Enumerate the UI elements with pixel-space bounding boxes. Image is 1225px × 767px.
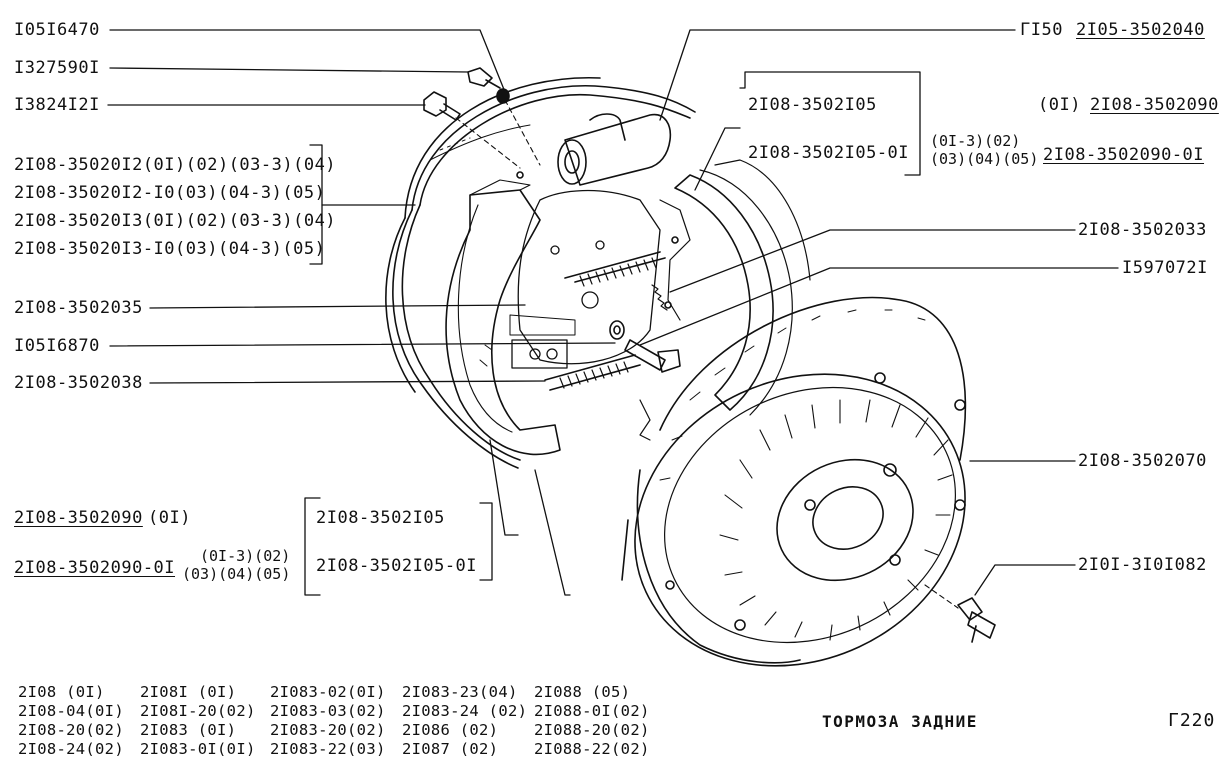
label-shield-b-mods-2: (03)(04)(05) <box>930 150 1039 168</box>
app-cell: 2I088-22(02) <box>534 740 650 758</box>
label-left-shield-a-suffix: (0I) <box>148 508 191 528</box>
drum-ribs <box>659 309 926 481</box>
label-drum: 2I08-3502070 <box>1078 451 1207 471</box>
app-cell: 2I08 (0I) <box>18 683 105 701</box>
label-spring-lower: 2I08-3502038 <box>14 373 143 393</box>
label-left-set-b: 2I08-3502I05-0I <box>316 556 478 576</box>
app-cell: 2I08-04(0I) <box>18 702 124 720</box>
app-cell: 2I088-20(02) <box>534 721 650 739</box>
label-shield-a-prefix: (0I) <box>1038 95 1081 115</box>
app-cell: 2I088 (05) <box>534 683 631 701</box>
wheel-cylinder <box>504 99 672 186</box>
app-cell: 2I08-24(02) <box>18 740 124 758</box>
label-left-set-a: 2I08-3502I05 <box>316 508 445 528</box>
app-cell: 2I083-24 (02) <box>402 702 528 720</box>
label-wheel-bolt: 2I0I-3I0I082 <box>1078 555 1207 575</box>
small-spring <box>651 284 668 311</box>
app-cell: 2I083-20(02) <box>270 721 386 739</box>
app-cell: 2I083-03(02) <box>270 702 386 720</box>
label-left-shield-b: 2I08-3502090-0I <box>14 558 176 578</box>
label-left-shield-a: 2I08-3502090 <box>14 508 143 528</box>
drum-fins <box>719 399 953 641</box>
upper-spring <box>564 251 666 287</box>
pin-part <box>467 67 501 89</box>
app-cell: 2I083-22(03) <box>270 740 386 758</box>
label-left-mods-1: (0I-3)(02) <box>200 547 291 565</box>
app-cell: 2I083-0I(0I) <box>140 740 256 758</box>
app-cell: 2I083-23(04) <box>402 683 518 701</box>
label-shoe-front-1: 2I08-35020I2(0I)(02)(03-3)(04) <box>14 155 337 175</box>
label-bolt-large: I597072I <box>1122 258 1208 278</box>
label-shoe-front-2: 2I08-35020I2-I0(03)(04-3)(05) <box>14 183 326 203</box>
backing-plate <box>385 76 696 469</box>
inner-plate <box>509 189 661 369</box>
label-shield-b-mods-1: (0I-3)(02) <box>930 132 1021 150</box>
label-shoe-front-3: 2I08-35020I3(0I)(02)(03-3)(04) <box>14 211 337 231</box>
page-number: Г220 <box>1168 710 1216 731</box>
lower-spring <box>544 354 641 391</box>
label-shoe-set-b: 2I08-3502I05-0I <box>748 143 910 163</box>
small-bolt <box>423 91 521 169</box>
label-shield-b: 2I08-3502090-0I <box>1043 145 1205 165</box>
app-cell: 2I08-20(02) <box>18 721 124 739</box>
label-shoe-set-a: 2I08-3502I05 <box>748 95 877 115</box>
app-cell: 2I086 (02) <box>402 721 499 739</box>
label-spring-hold: 2I08-3502035 <box>14 298 143 318</box>
adjust-bolt <box>609 320 681 373</box>
label-cylinder-prefix: ГI50 <box>1020 20 1063 40</box>
app-cell: 2I08I (0I) <box>140 683 237 701</box>
wheel-bolt <box>924 584 996 643</box>
spring-washer <box>496 88 510 104</box>
app-cell: 2I088-0I(02) <box>534 702 650 720</box>
label-shoe-front-4: 2I08-35020I3-I0(03)(04-3)(05) <box>14 239 326 259</box>
label-left-mods-2: (03)(04)(05) <box>182 565 291 583</box>
label-shield-a: 2I08-3502090 <box>1090 95 1219 115</box>
app-cell: 2I087 (02) <box>402 740 499 758</box>
label-cylinder: 2I05-3502040 <box>1076 20 1205 40</box>
front-shoe <box>445 179 561 456</box>
label-washer: I05I6870 <box>14 336 100 356</box>
app-cell: 2I083-02(0I) <box>270 683 386 701</box>
app-cell: 2I08I-20(02) <box>140 702 256 720</box>
app-cell: 2I083 (0I) <box>140 721 237 739</box>
leader-lines <box>107 29 1119 596</box>
brake-drum <box>621 296 967 667</box>
label-bolt-small: I3824I2I <box>14 95 100 115</box>
page-title: ТОРМОЗА ЗАДНИЕ <box>822 712 978 731</box>
label-pin-cup: I327590I <box>14 58 100 78</box>
label-lever-spring: 2I08-3502033 <box>1078 220 1207 240</box>
label-spring-upper: I05I6470 <box>14 20 100 40</box>
rear-shoe <box>639 159 811 441</box>
